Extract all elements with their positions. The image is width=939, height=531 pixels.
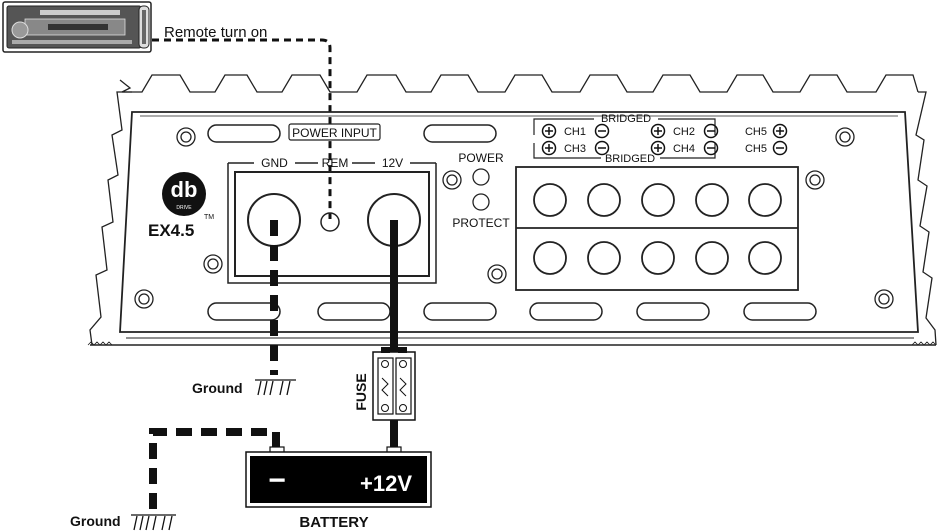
rem-terminal [320, 212, 340, 232]
battery-ground-label: Ground [70, 513, 121, 529]
screw-icon [835, 127, 855, 147]
bottom-vent-slots [207, 302, 817, 321]
ground-hatch-icon [255, 379, 296, 396]
mounting-screws [134, 127, 894, 309]
battery-negative-label: − [268, 464, 286, 497]
minus-icon [594, 140, 610, 156]
battery-title: BATTERY [299, 514, 368, 531]
brand-logo-subtext: DRIVE [176, 205, 192, 211]
bridged-label-top: BRIDGED [601, 113, 651, 125]
plus-icon [650, 123, 666, 139]
plus-icon [772, 123, 788, 139]
minus-icon [703, 123, 719, 139]
amplifier-chassis [87, 74, 937, 346]
power-terminal-block [227, 162, 437, 284]
fuse-label: FUSE [353, 373, 369, 410]
screw-icon [176, 127, 196, 147]
plus-icon [541, 140, 557, 156]
power-input-label: POWER INPUT [292, 126, 377, 140]
screw-icon [203, 254, 223, 274]
ch4-label: CH4 [673, 143, 695, 155]
protect-led [472, 193, 490, 211]
trademark-mark: TM [204, 214, 214, 221]
battery-ground-wire [149, 428, 280, 515]
12v-label: 12V [382, 156, 403, 170]
ch5-positive-label: CH5 [745, 126, 767, 138]
top-vent-slots [207, 124, 497, 143]
plus-icon [541, 123, 557, 139]
channel-polarity-icons [541, 123, 788, 156]
model-name: EX4.5 [148, 221, 194, 240]
protect-led-label: PROTECT [452, 216, 510, 230]
power-led-label: POWER [458, 151, 504, 165]
amp-ground-label: Ground [192, 380, 243, 396]
brand-logo: db DRIVE TM [162, 172, 214, 221]
minus-icon [772, 140, 788, 156]
power-led [472, 168, 490, 186]
battery-positive-label: +12V [360, 471, 412, 496]
fuse-holder [372, 347, 416, 421]
remote-turn-on-wire [152, 38, 332, 219]
minus-icon [703, 140, 719, 156]
gnd-label: GND [261, 156, 288, 170]
ch2-label: CH2 [673, 126, 695, 138]
screw-icon [487, 264, 507, 284]
plus-icon [650, 140, 666, 156]
rem-label: REM [322, 156, 349, 170]
screw-icon [134, 289, 154, 309]
minus-icon [594, 123, 610, 139]
bridged-label-bottom: BRIDGED [605, 153, 655, 165]
speaker-terminal-block [515, 166, 799, 291]
ground-hatch-icon [131, 514, 176, 531]
brand-logo-text: db [171, 177, 198, 202]
power-input-badge [288, 123, 381, 141]
ch3-label: CH3 [564, 143, 586, 155]
screw-icon [874, 289, 894, 309]
screw-icon [805, 170, 825, 190]
ch1-label: CH1 [564, 126, 586, 138]
battery [245, 446, 432, 508]
remote-turn-on-label: Remote turn on [164, 24, 267, 41]
screw-icon [442, 170, 462, 190]
head-unit [2, 1, 152, 53]
ch5-negative-label: CH5 [745, 143, 767, 155]
